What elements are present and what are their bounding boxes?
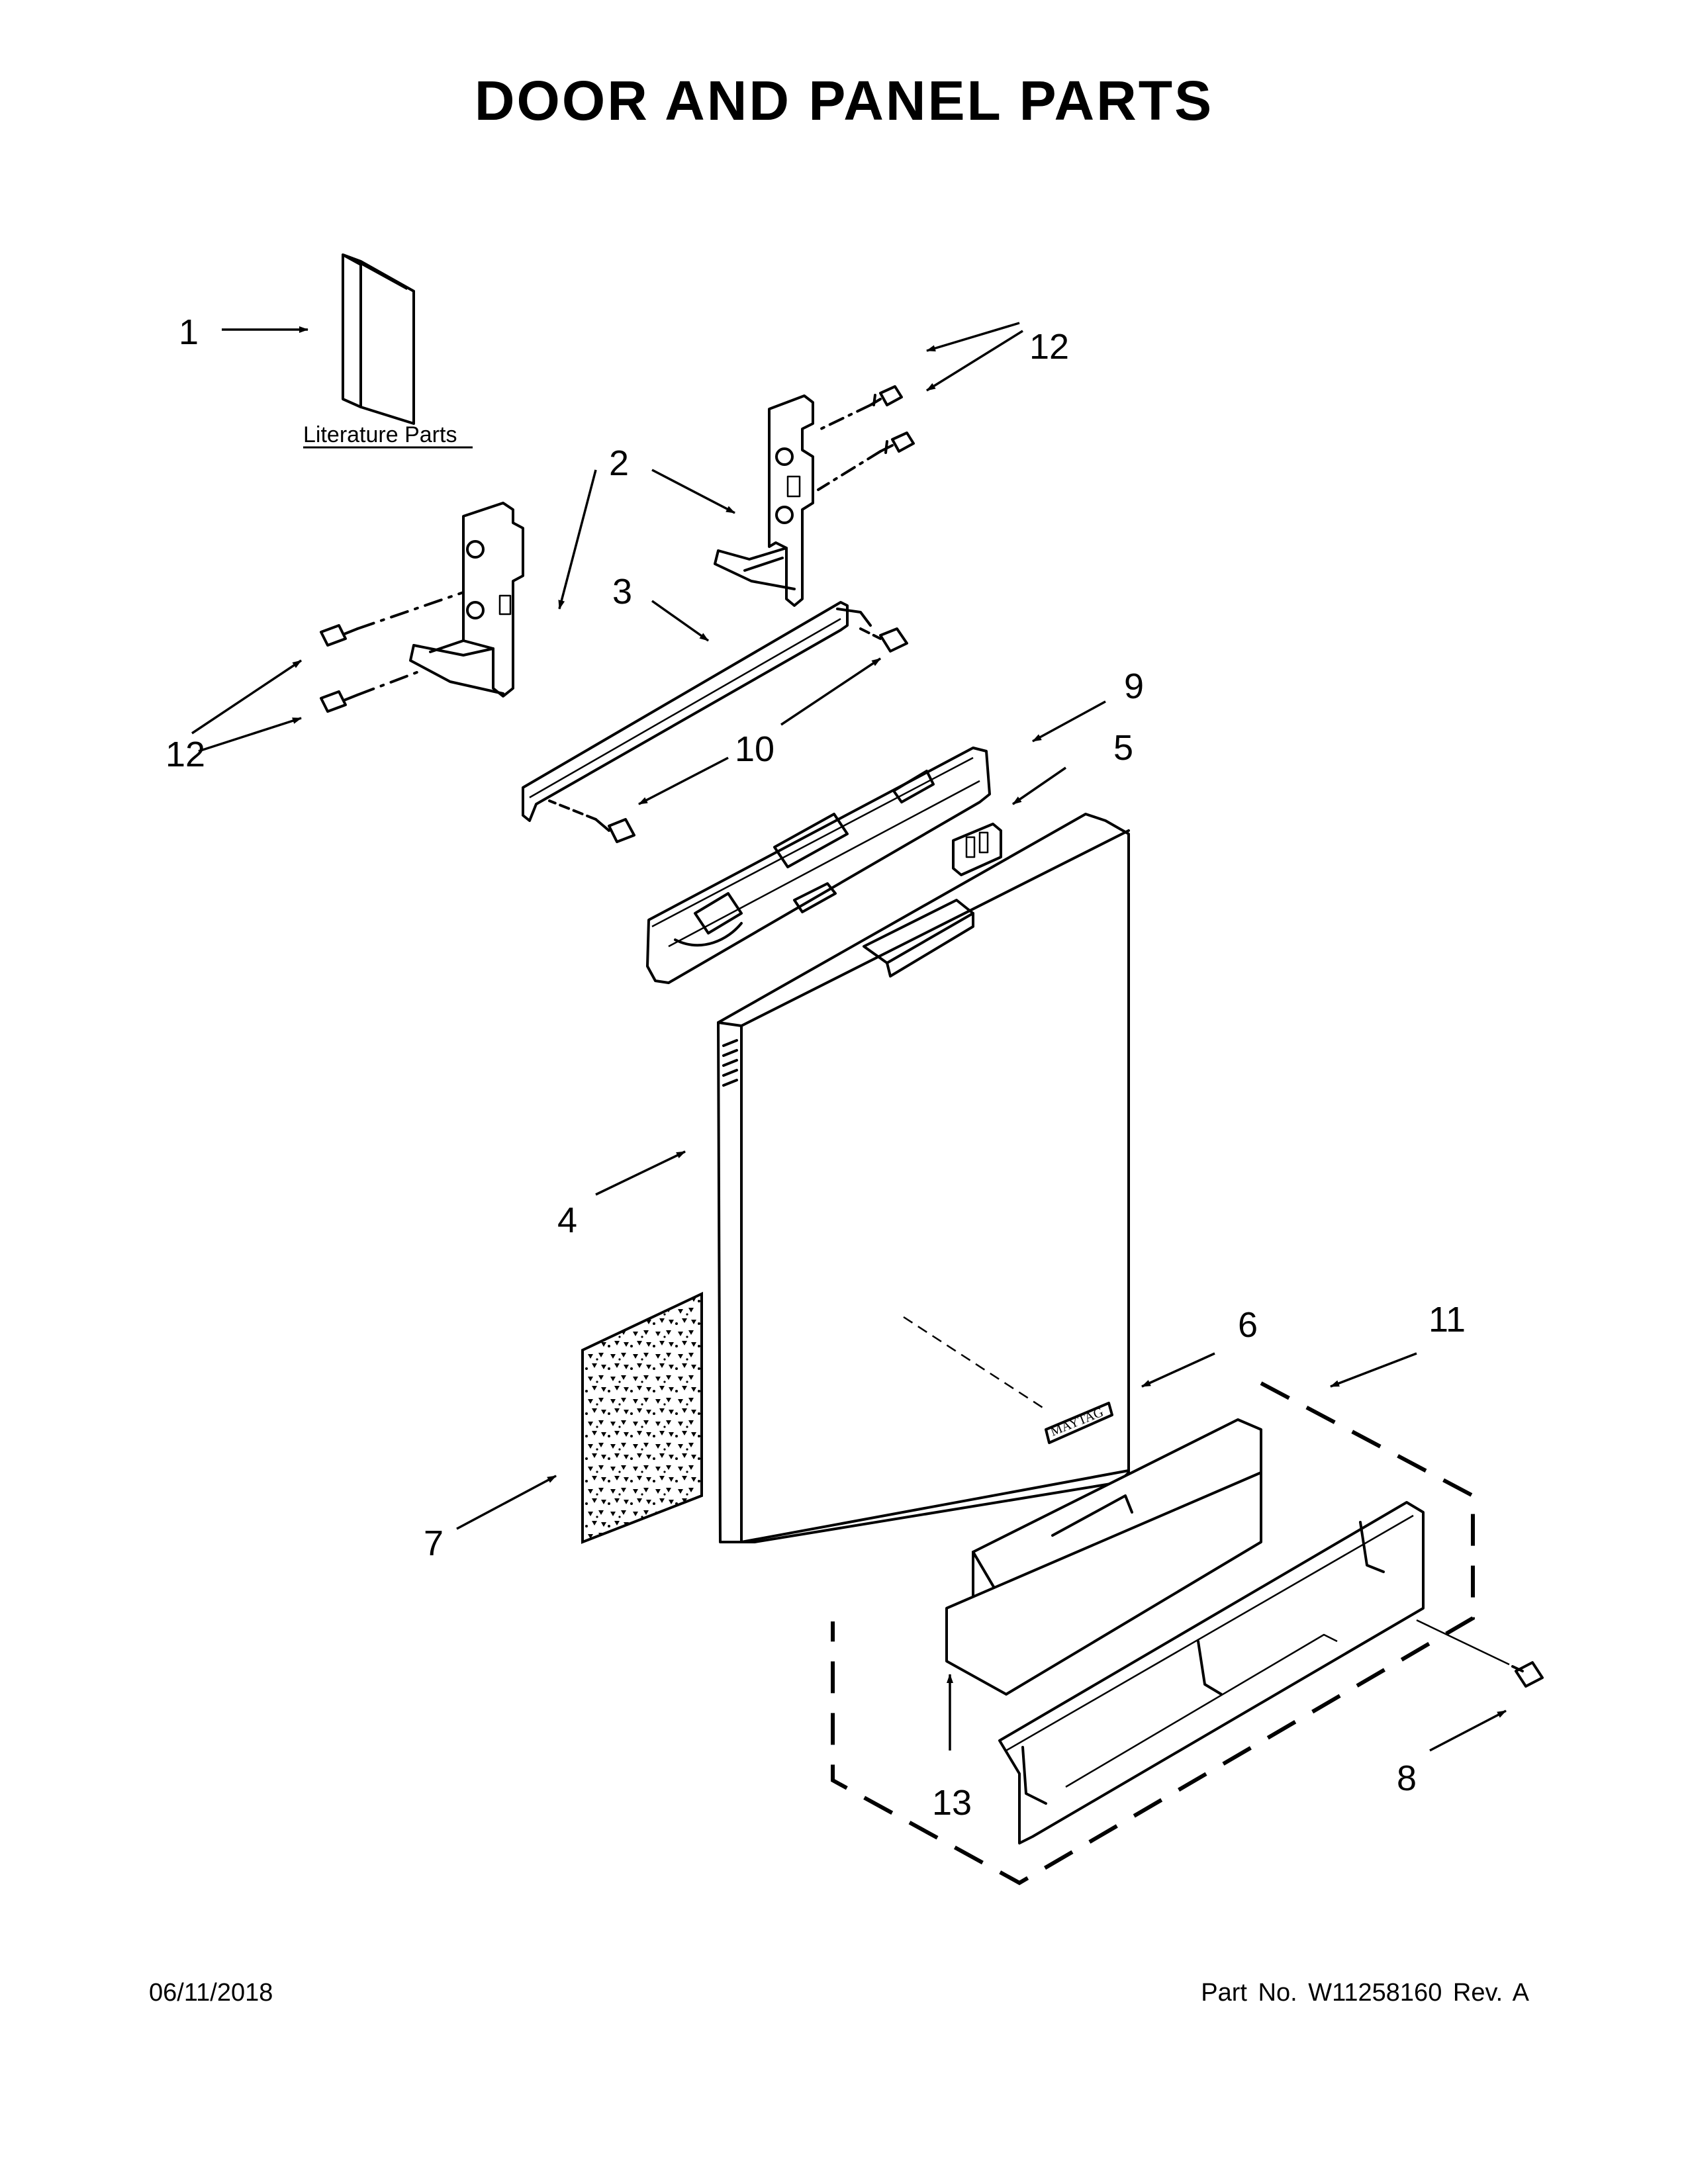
screw-part — [879, 627, 908, 653]
callout-5: 5 — [1113, 728, 1133, 768]
callout-12-left: 12 — [165, 735, 205, 774]
callout-11: 11 — [1429, 1300, 1466, 1340]
literature-book-part — [342, 253, 415, 425]
literature-parts-label: Literature Parts — [303, 422, 457, 447]
screw-part — [1416, 1619, 1544, 1688]
screw-part — [320, 591, 465, 647]
page-title: DOOR AND PANEL PARTS — [474, 69, 1214, 132]
callout-3: 3 — [612, 572, 632, 612]
screw-part — [817, 385, 903, 432]
callout-9: 9 — [1124, 666, 1144, 706]
callout-13: 13 — [932, 1783, 972, 1823]
insulation-part — [581, 1291, 703, 1544]
callout-12-top: 12 — [1029, 327, 1069, 367]
screw-part — [548, 799, 635, 843]
callout-arrows — [191, 322, 1507, 1752]
control-assembly-part — [646, 747, 991, 984]
outer-door-panel-part — [717, 813, 1130, 1543]
door-latch-part — [952, 823, 1002, 876]
callout-8: 8 — [1397, 1758, 1417, 1798]
support-rail-part — [522, 601, 882, 822]
callout-6: 6 — [1238, 1305, 1258, 1345]
vent-slots — [722, 1039, 738, 1087]
footer-date: 06/11/2018 — [149, 1979, 273, 2007]
screw-part — [320, 668, 425, 713]
callout-7: 7 — [424, 1524, 444, 1563]
callout-2: 2 — [609, 443, 629, 483]
callout-10: 10 — [735, 729, 774, 769]
access-panel-part — [945, 1418, 1262, 1696]
footer-part-number: Part No. W11258160 Rev. A — [1201, 1979, 1529, 2007]
callout-4: 4 — [557, 1201, 577, 1240]
screw-part — [817, 432, 915, 491]
toe-panel-bracket-part — [998, 1501, 1425, 1844]
toe-panel-assembly-outline — [831, 1381, 1475, 1886]
hinge-bracket-right-part — [714, 394, 814, 607]
hinge-bracket-left-part — [409, 502, 524, 698]
callout-1: 1 — [179, 312, 199, 352]
